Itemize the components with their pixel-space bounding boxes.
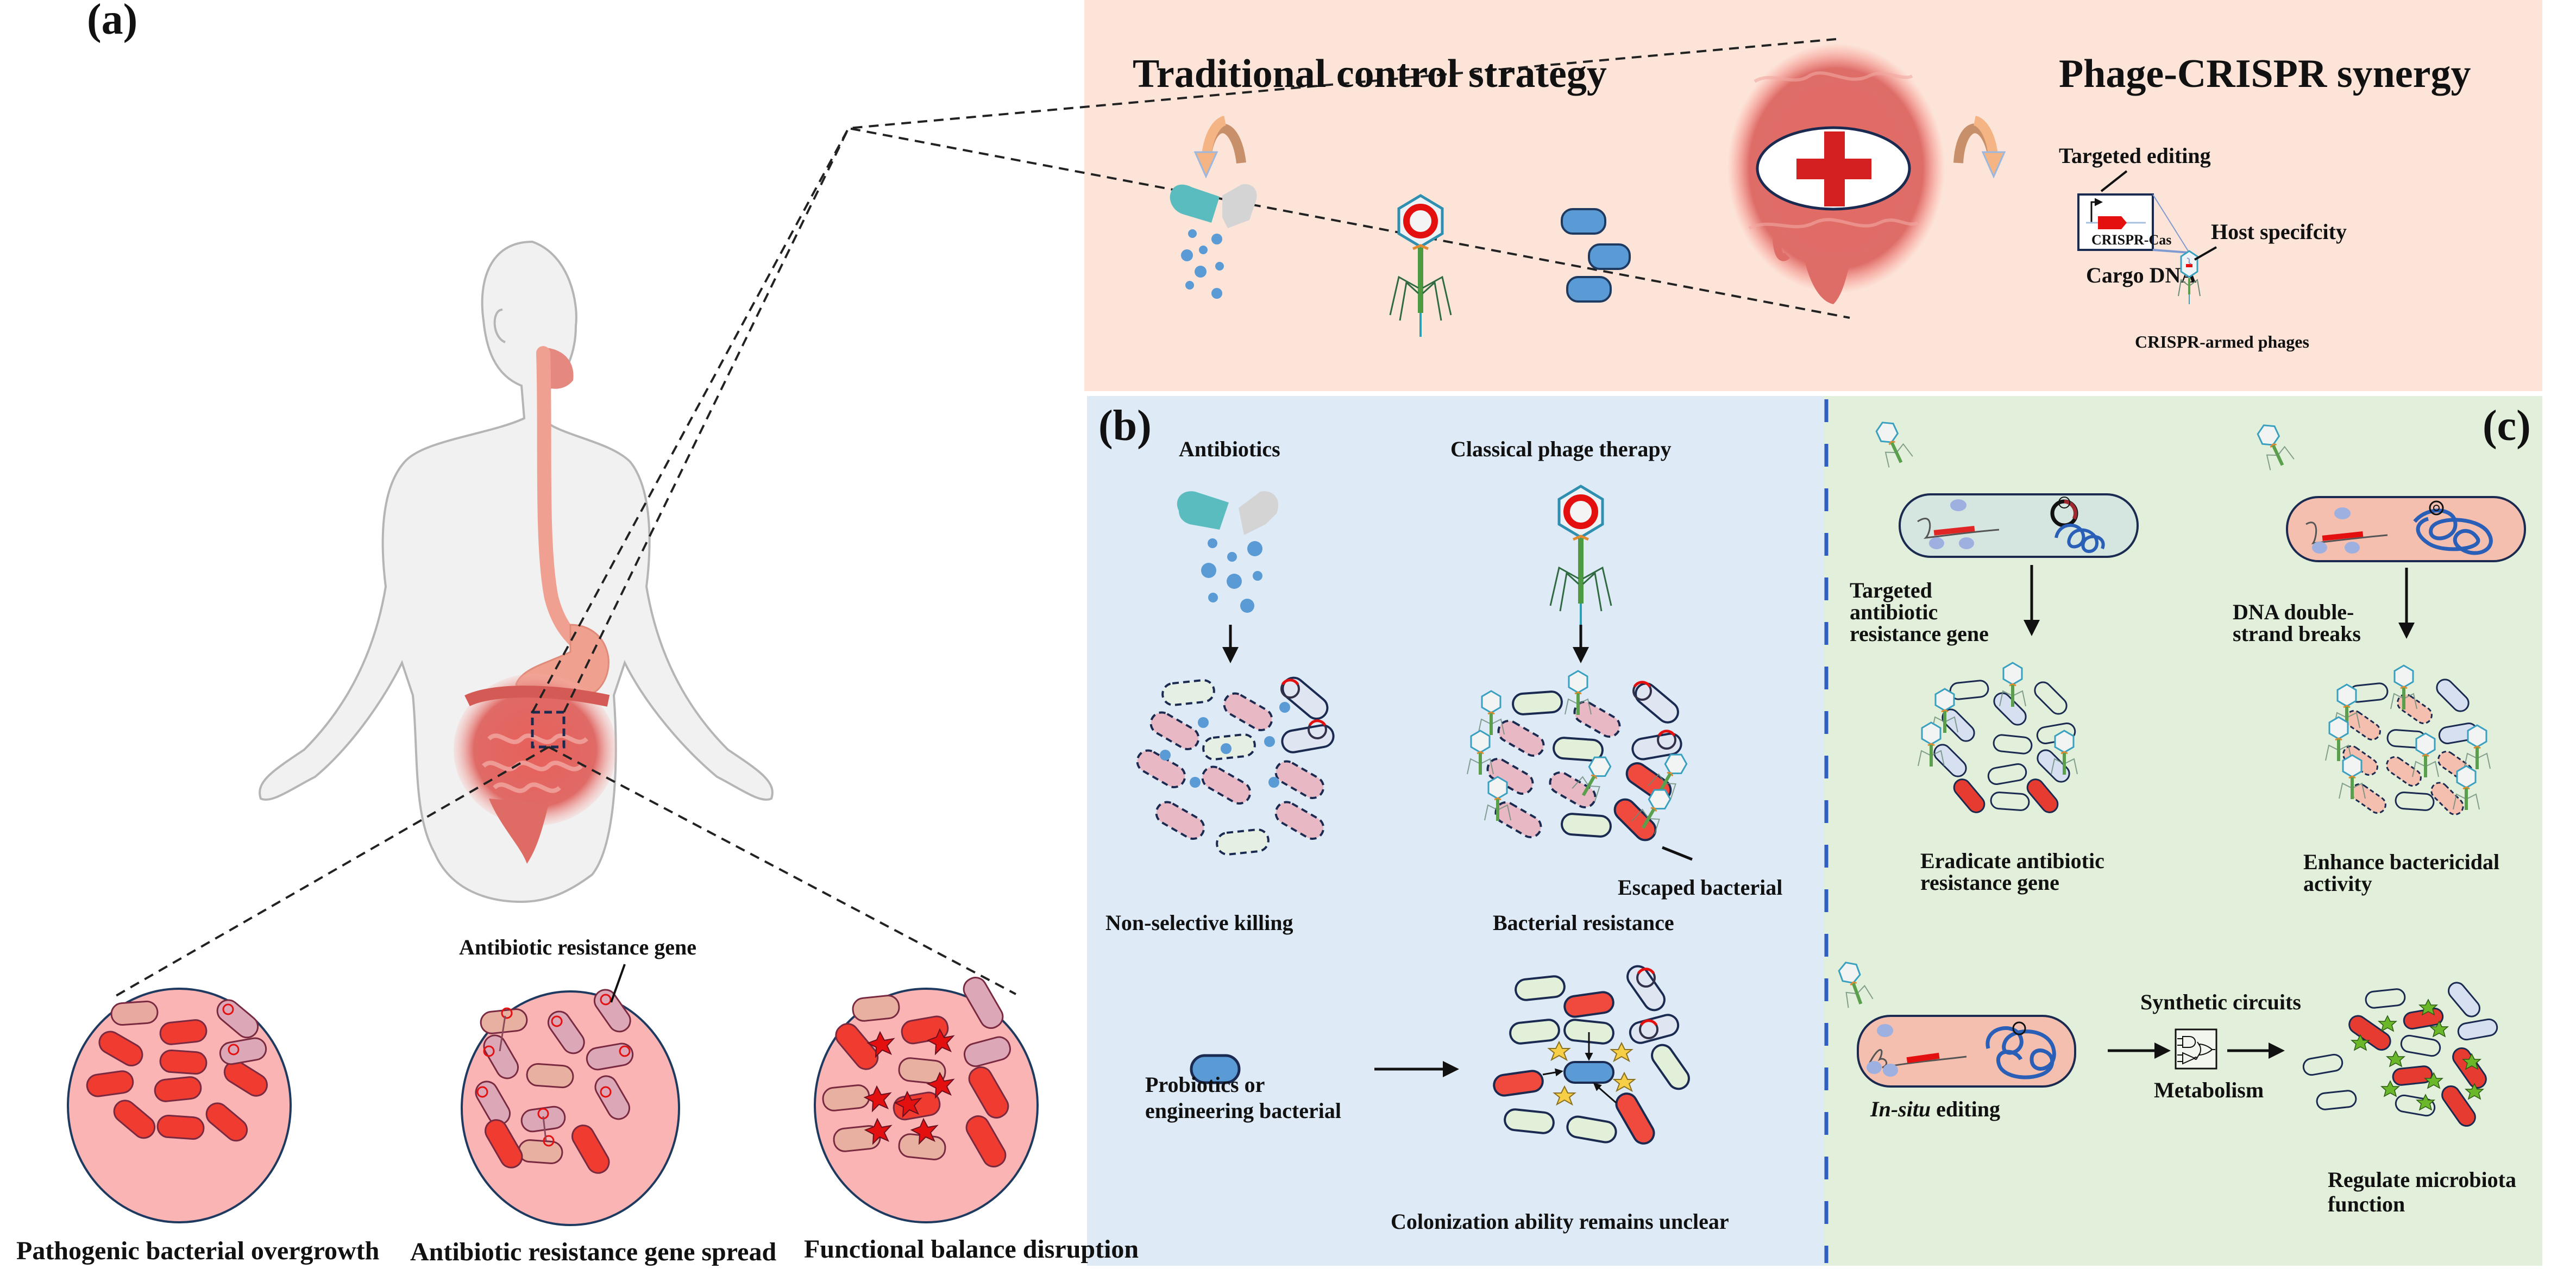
bactericidal-line2: activity xyxy=(2303,871,2372,896)
panel-c-label: (c) xyxy=(2483,402,2531,450)
bacterial-resistance-label: Bacterial resistance xyxy=(1493,910,1674,935)
regulate-microbiota-line1: Regulate microbiota xyxy=(2328,1167,2516,1192)
in-situ-rest: editing xyxy=(1931,1097,2000,1121)
probiotic-bacteria-icon-top xyxy=(1561,208,1631,303)
colonization-unclear-label: Colonization ability remains unclear xyxy=(1391,1209,1729,1234)
probiotics-label-line1: Probiotics or xyxy=(1145,1072,1265,1097)
escaped-bacterial-pointer xyxy=(1662,846,1693,861)
resistance-gene-pointer xyxy=(610,964,626,1003)
zoom-line-left-circle xyxy=(114,746,549,998)
dsb-step-line2: strand breaks xyxy=(2233,621,2361,646)
bacterial-resistance-cluster xyxy=(1486,682,1682,841)
panel-a-label: (a) xyxy=(87,0,137,43)
synthetic-circuits-label: Synthetic circuits xyxy=(2140,990,2301,1014)
targeted-step-line1: Targeted xyxy=(1850,578,1932,602)
antibiotic-particles xyxy=(1160,702,1290,788)
targeted-step-line2: antibiotic xyxy=(1850,600,1938,624)
non-selective-killing-cluster xyxy=(1136,676,1335,856)
eradicate-line2: resistance gene xyxy=(1920,870,2059,895)
crispr-armed-phage-icon xyxy=(2178,250,2201,304)
eradicate-line1: Eradicate antibiotic xyxy=(1920,849,2104,873)
intestine-red-cross-icon xyxy=(1727,43,1945,304)
host-specificity-pointer xyxy=(2194,246,2217,261)
targeted-editing-pointer xyxy=(2100,170,2128,192)
dsb-step-line1: DNA double- xyxy=(2233,600,2354,624)
curved-arrow-left-icon xyxy=(1193,116,1246,179)
signal-stars xyxy=(1547,1040,1636,1106)
caption-pathogenic-overgrowth: Pathogenic bacterial overgrowth xyxy=(16,1236,379,1265)
caption-functional-disruption: Functional balance disruption xyxy=(804,1235,1139,1264)
non-selective-killing-label: Non-selective killing xyxy=(1105,910,1293,935)
competition-arrows xyxy=(1542,1032,1617,1104)
in-situ-italic: In-situ xyxy=(1870,1097,1931,1121)
targeted-step-line3: resistance gene xyxy=(1850,621,1989,646)
targeted-editing-label: Targeted editing xyxy=(2059,143,2211,168)
dsb-cell-icon xyxy=(2251,419,2526,562)
bactericidal-cluster xyxy=(2342,679,2478,815)
metabolism-label: Metabolism xyxy=(2154,1078,2264,1102)
zoom-region-box xyxy=(531,711,566,749)
zoom-line-lower xyxy=(563,127,1850,713)
regulate-microbiota-line2: function xyxy=(2328,1192,2405,1216)
resistance-gene-callout: Antibiotic resistance gene xyxy=(459,935,696,959)
circle-pathogenic-overgrowth xyxy=(67,988,292,1223)
targeted-cell-icon xyxy=(1870,416,2139,558)
antibiotic-capsule-icon xyxy=(1177,491,1279,613)
zoom-line-right-circle xyxy=(548,746,1016,995)
curved-arrow-right-icon xyxy=(1953,116,2006,179)
human-body-icon xyxy=(259,240,774,903)
cargo-dna-label: Cargo DNA xyxy=(2086,263,2196,287)
title-traditional-control: Traditional control strategy xyxy=(1133,52,1607,96)
eradicate-cluster xyxy=(1933,680,2076,813)
probiotics-label-line2: engineering bacterial xyxy=(1145,1098,1341,1123)
bactericidal-line1: Enhance bactericidal xyxy=(2303,850,2499,874)
caption-resistance-gene-spread: Antibiotic resistance gene spread xyxy=(410,1238,776,1266)
crispr-construct-box: CRISPR-Cas xyxy=(2077,193,2190,254)
antibiotics-title: Antibiotics xyxy=(1179,437,1280,461)
in-situ-editing-label: In-situ editing xyxy=(1870,1097,2000,1121)
circle-functional-disruption xyxy=(814,977,1039,1223)
colonization-cluster xyxy=(1493,965,1690,1145)
probiotic-bacterium-icon xyxy=(1190,1054,1241,1084)
antibiotic-capsule-icon-top xyxy=(1170,184,1257,299)
logic-circuit-icon xyxy=(2175,1028,2217,1070)
host-specificity-label: Host specifcity xyxy=(2211,219,2347,244)
crispr-cas-label: CRISPR-Cas xyxy=(2091,232,2171,248)
in-situ-cell-icon xyxy=(1832,957,2076,1088)
circle-resistance-gene-spread xyxy=(461,989,680,1226)
title-phage-crispr-synergy: Phage-CRISPR synergy xyxy=(2059,52,2471,96)
crispr-armed-phages-label: CRISPR-armed phages xyxy=(2135,332,2309,351)
phage-therapy-title: Classical phage therapy xyxy=(1450,437,1672,461)
zoom-line-upper xyxy=(531,38,1837,713)
metabolite-stars xyxy=(2351,998,2484,1111)
escaped-bacterial-label: Escaped bacterial xyxy=(1618,875,1782,900)
panel-b-label: (b) xyxy=(1098,402,1152,450)
